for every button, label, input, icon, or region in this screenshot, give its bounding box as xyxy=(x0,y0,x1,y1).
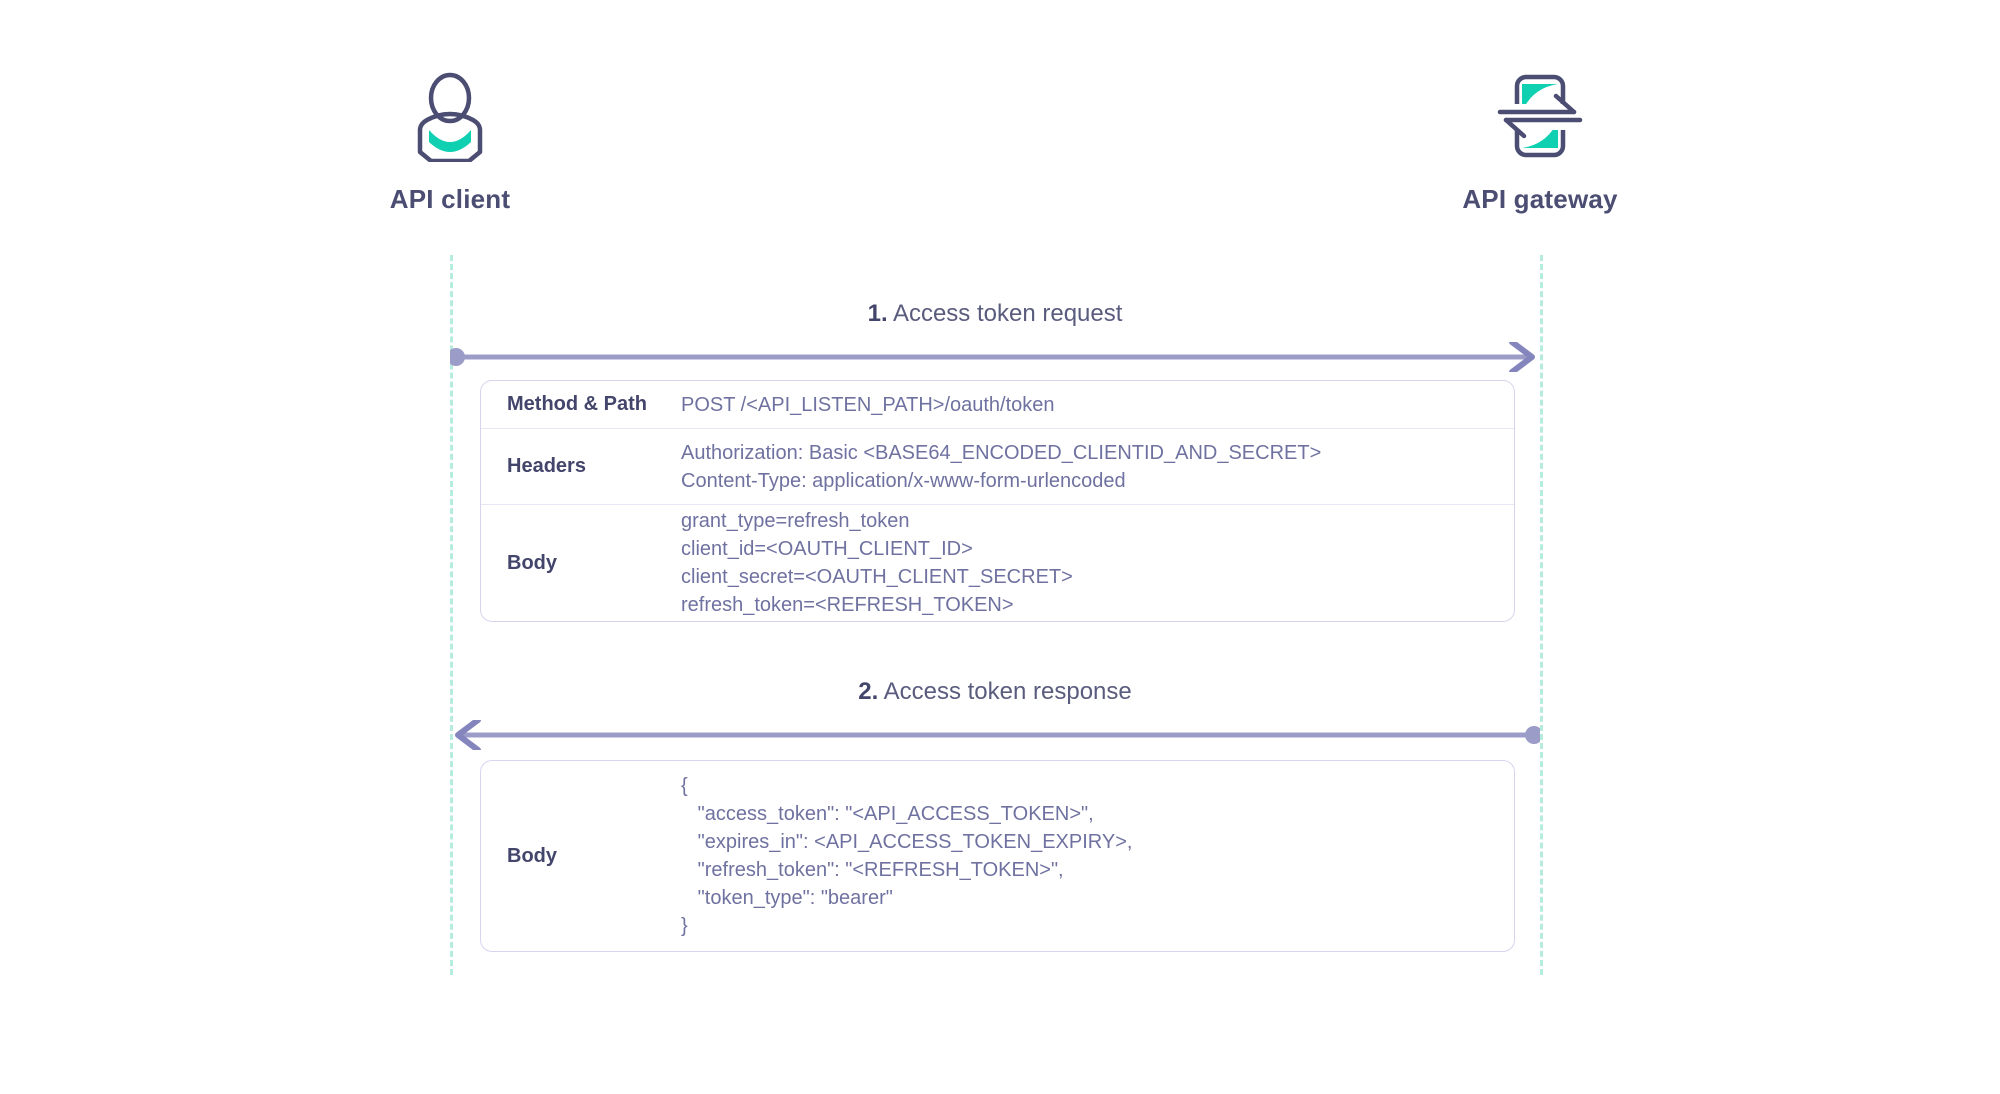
spec-key-headers: Headers xyxy=(507,455,586,477)
spec-table-request: Method & Path POST /<API_LISTEN_PATH>/oa… xyxy=(480,380,1515,622)
spec-value-body-request: grant_type=refresh_token client_id=<OAUT… xyxy=(681,510,1073,616)
spec-key-method-path: Method & Path xyxy=(507,393,647,415)
lifeline-api-gateway xyxy=(1540,255,1543,975)
actor-api-client: API client xyxy=(290,70,610,215)
message-2-arrow xyxy=(450,720,1540,750)
message-1: 1. Access token request xyxy=(450,300,1540,372)
message-1-label: Access token request xyxy=(892,300,1123,327)
spec-value-method-path: POST /<API_LISTEN_PATH>/oauth/token xyxy=(681,393,1055,416)
spec-key-body-response: Body xyxy=(507,844,557,867)
message-1-number: 1. xyxy=(867,300,888,327)
actor-api-gateway: API gateway xyxy=(1380,70,1700,215)
spec-row-body-response: Body { "access_token": "<API_ACCESS_TOKE… xyxy=(481,761,1514,951)
spec-row-body-request: Body grant_type=refresh_token client_id=… xyxy=(481,504,1514,621)
message-2-number: 2. xyxy=(858,678,879,705)
spec-key-body-request: Body xyxy=(507,551,557,574)
message-2-label: Access token response xyxy=(883,678,1132,705)
lifeline-api-client xyxy=(450,255,453,975)
spec-row-headers: Headers Authorization: Basic <BASE64_ENC… xyxy=(481,428,1514,504)
spec-value-body-response: { "access_token": "<API_ACCESS_TOKEN>", … xyxy=(681,775,1133,937)
spec-table-response: Body { "access_token": "<API_ACCESS_TOKE… xyxy=(480,760,1515,952)
message-1-arrow xyxy=(450,342,1540,372)
message-2: 2. Access token response xyxy=(450,678,1540,750)
spec-row-method-path: Method & Path POST /<API_LISTEN_PATH>/oa… xyxy=(481,381,1514,428)
spec-value-headers: Authorization: Basic <BASE64_ENCODED_CLI… xyxy=(681,441,1322,492)
actor-label-api-client: API client xyxy=(389,184,511,214)
api-gateway-icon xyxy=(1380,70,1700,162)
actor-label-api-gateway: API gateway xyxy=(1462,184,1618,214)
message-2-title: 2. Access token response xyxy=(450,678,1540,706)
user-avatar-icon xyxy=(290,70,610,162)
message-1-title: 1. Access token request xyxy=(450,300,1540,328)
